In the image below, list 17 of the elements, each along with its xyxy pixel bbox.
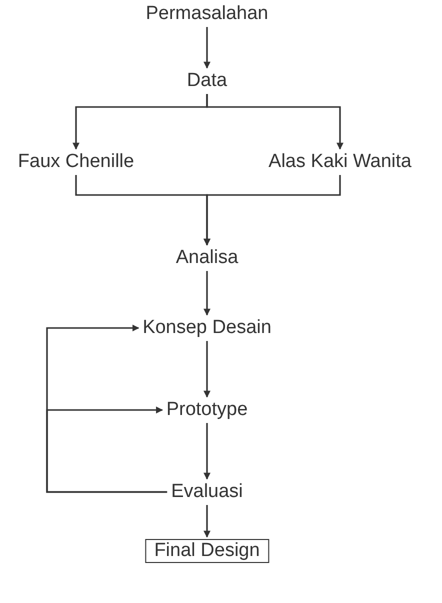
- arrow: [46, 406, 168, 493]
- arrow: [204, 505, 210, 538]
- step-label: Analisa: [176, 247, 238, 269]
- step-label: Konsep Desain: [142, 317, 272, 339]
- step-label: Faux Chenille: [18, 151, 134, 173]
- arrow: [204, 271, 210, 316]
- arrow: [204, 423, 210, 480]
- arrow: [206, 94, 344, 150]
- step-label: Evaluasi: [171, 481, 243, 503]
- step-label: Permasalahan: [146, 3, 268, 25]
- step-label: Data: [186, 70, 228, 92]
- arrow: [204, 27, 210, 69]
- arrow: [204, 175, 341, 246]
- step-label: Prototype: [166, 399, 248, 421]
- final-box: Final Design: [145, 539, 269, 563]
- arrow: [204, 341, 210, 398]
- step-label: Alas Kaki Wanita: [268, 151, 412, 173]
